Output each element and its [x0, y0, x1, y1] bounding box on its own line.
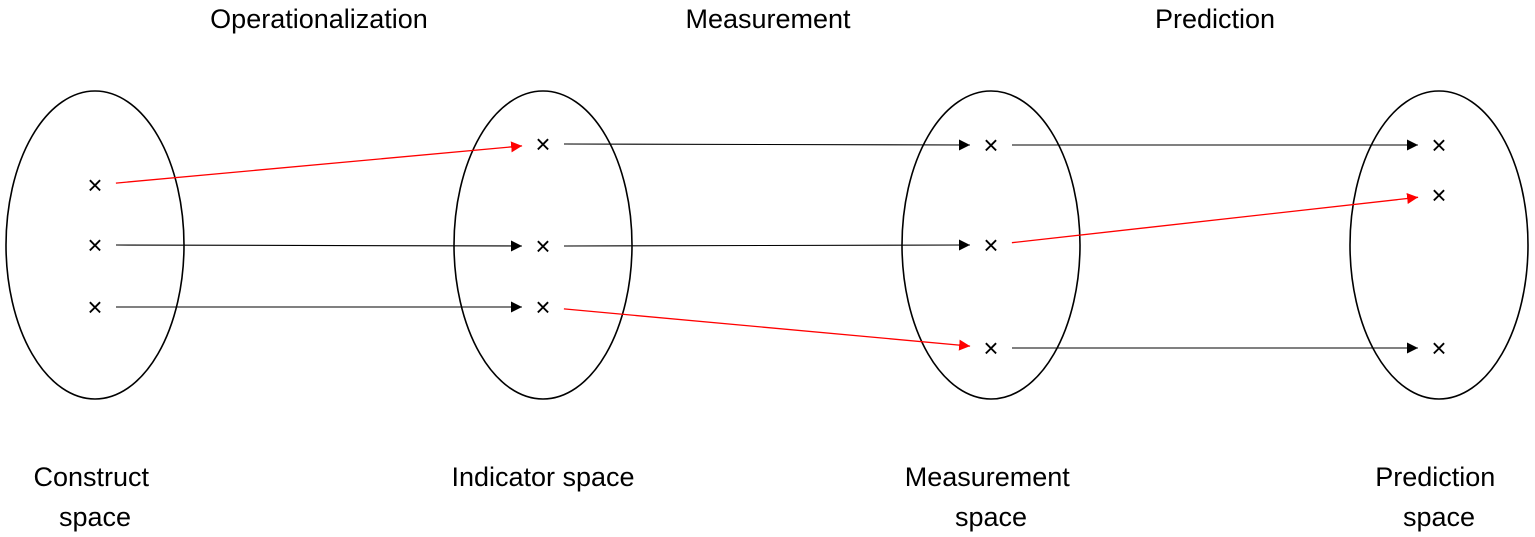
- mapping-arrow-i3-to-m3: [563, 308, 971, 351]
- indicator-space-label-line-1: Indicator space: [451, 462, 634, 492]
- indicator-space-ellipse: [453, 90, 633, 400]
- point-marker-m1: ×: [983, 130, 998, 160]
- prediction-space-points: × × ×: [1431, 130, 1446, 363]
- construct-space-label: Construct space: [33, 462, 156, 532]
- mapping-arrow-m2-to-p2: [1011, 193, 1419, 244]
- prediction-space-ellipse: [1349, 90, 1529, 400]
- prediction-space-label-line-2: space: [1403, 502, 1475, 532]
- point-marker-p3: ×: [1431, 333, 1446, 363]
- point-marker-i3: ×: [535, 292, 550, 322]
- point-marker-m2: ×: [983, 230, 998, 260]
- point-marker-p2: ×: [1431, 180, 1446, 210]
- prediction-space-label: Prediction space: [1375, 462, 1503, 532]
- mapping-arrow-c2-to-i2: [115, 240, 523, 252]
- measurement-space-label: Measurement space: [905, 462, 1078, 532]
- stage-title-measurement: Measurement: [685, 4, 851, 34]
- mapping-arrow-i1-to-m1: [563, 139, 971, 151]
- indicator-space-points: × × ×: [535, 129, 550, 322]
- indicator-space-label: Indicator space: [451, 462, 634, 492]
- measurement-space-label-line-1: Measurement: [905, 462, 1071, 492]
- point-marker-i1: ×: [535, 129, 550, 159]
- point-marker-c1: ×: [87, 170, 102, 200]
- point-marker-m3: ×: [983, 333, 998, 363]
- measurement-space-points: × × ×: [983, 130, 998, 363]
- mapping-arrow-i2-to-m2: [563, 239, 971, 251]
- mapping-arrow-c1-to-i1: [115, 141, 523, 184]
- point-marker-c2: ×: [87, 230, 102, 260]
- construct-space-points: × × ×: [87, 170, 102, 322]
- point-marker-c3: ×: [87, 292, 102, 322]
- construct-space-label-line-2: space: [59, 502, 131, 532]
- mapping-arrows: [115, 139, 1419, 354]
- stage-title-prediction: Prediction: [1155, 4, 1275, 34]
- point-marker-i2: ×: [535, 231, 550, 261]
- construct-space-label-line-1: Construct: [33, 462, 149, 492]
- measurement-space-label-line-2: space: [955, 502, 1027, 532]
- point-marker-p1: ×: [1431, 130, 1446, 160]
- prediction-space-label-line-1: Prediction: [1375, 462, 1495, 492]
- stage-title-operationalization: Operationalization: [210, 4, 428, 34]
